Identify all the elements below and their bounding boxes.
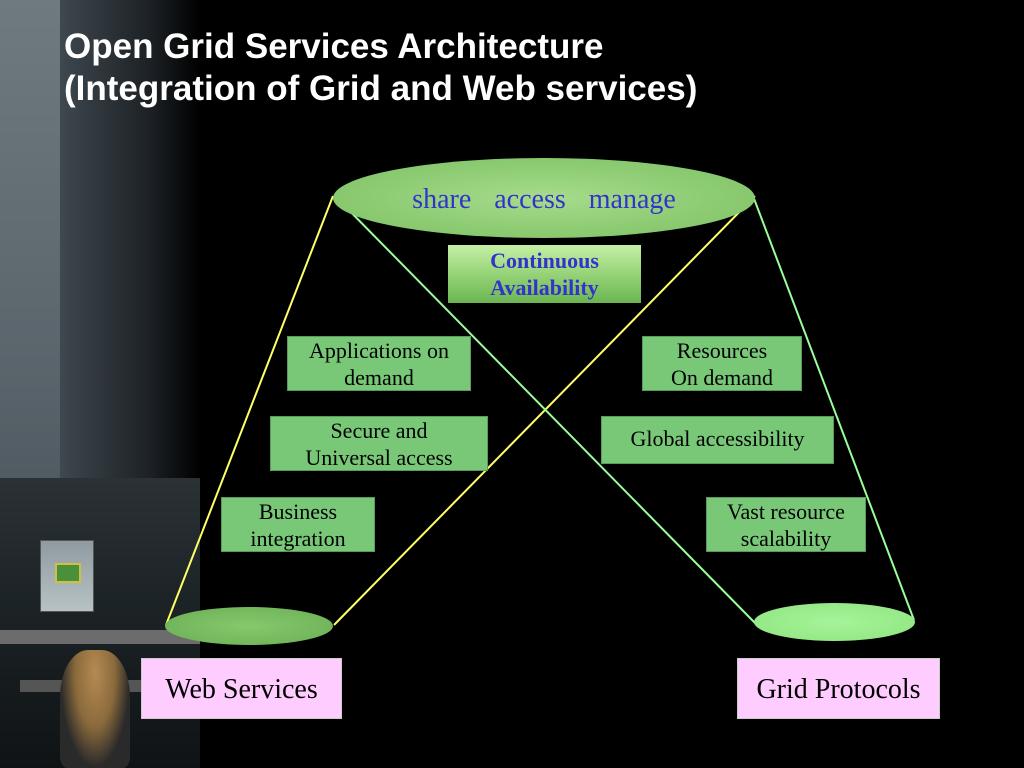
student-figure — [60, 650, 130, 768]
feature-line-1: Global accessibility — [630, 426, 805, 451]
feature-secure-universal-access: Secure and Universal access — [270, 416, 488, 471]
grid-protocols-label: Grid Protocols — [737, 658, 940, 719]
feature-line-1: Business — [258, 499, 338, 524]
continuous-line-2: Availability — [490, 275, 599, 300]
continuous-availability-box: Continuous Availability — [448, 245, 641, 303]
gp-left-line — [334, 195, 757, 625]
feature-line-2: Universal access — [305, 445, 453, 470]
feature-business-integration: Business integration — [221, 497, 375, 552]
feature-applications-on-demand: Applications on demand — [287, 336, 471, 391]
projector-screen — [40, 540, 94, 612]
ws-right-line — [333, 195, 756, 626]
title-line-2: (Integration of Grid and Web services) — [64, 69, 698, 108]
feature-line-1: Secure and — [330, 418, 428, 443]
title-line-1: Open Grid Services Architecture — [64, 27, 604, 66]
feature-line-1: Vast resource — [727, 499, 845, 524]
verbs-row: share access manage — [333, 184, 755, 216]
ws-left-line — [165, 195, 334, 626]
top-ellipse: share access manage — [333, 158, 755, 238]
verb-share: share — [412, 184, 472, 215]
feature-line-2: On demand — [670, 365, 774, 390]
feature-line-2: demand — [344, 365, 414, 390]
continuous-line-1: Continuous — [490, 248, 599, 273]
feature-vast-resource-scalability: Vast resource scalability — [706, 497, 866, 552]
verb-access: access — [494, 184, 566, 215]
grid-protocols-ellipse — [754, 603, 915, 641]
feature-line-2: integration — [250, 526, 346, 551]
photo-desk — [0, 630, 200, 644]
verb-manage: manage — [588, 184, 676, 215]
slide-title: Open Grid Services Architecture (Integra… — [64, 26, 964, 110]
gp-right-line — [752, 195, 915, 621]
feature-resources-on-demand: Resources On demand — [642, 336, 802, 391]
web-services-ellipse — [165, 607, 333, 645]
feature-global-accessibility: Global accessibility — [601, 416, 834, 464]
feature-line-1: Applications on — [309, 338, 449, 363]
feature-line-1: Resources — [676, 338, 768, 363]
web-services-label: Web Services — [141, 658, 342, 719]
feature-line-2: scalability — [740, 526, 832, 551]
